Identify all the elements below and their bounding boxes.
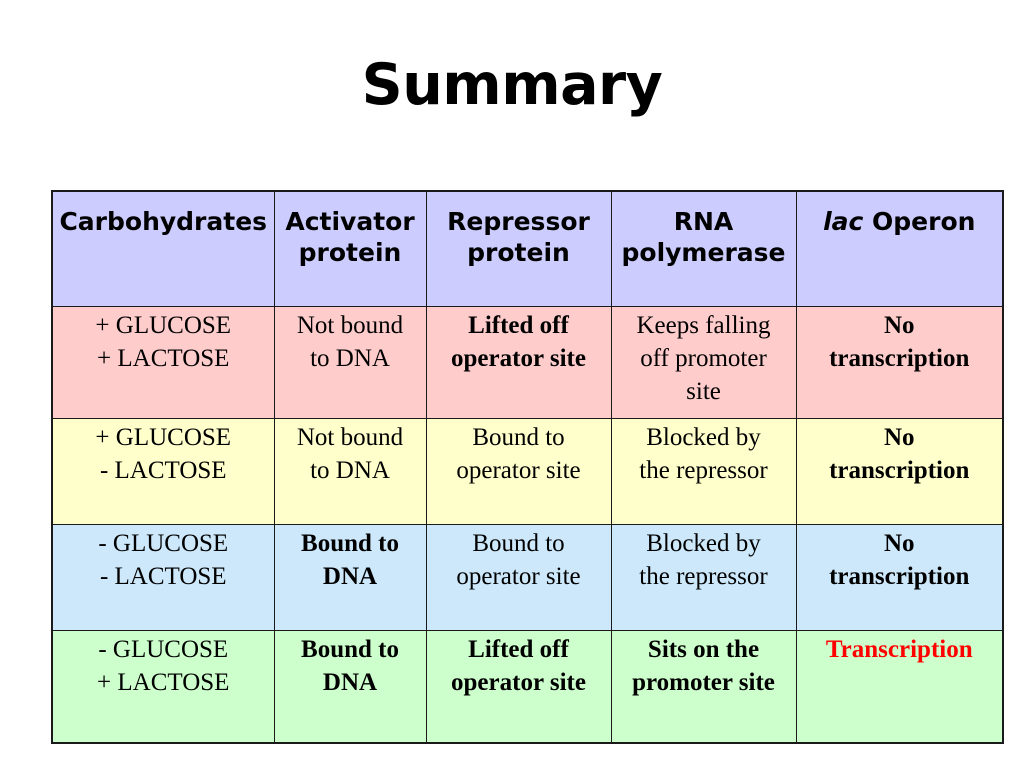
- cell-lac-operon: No transcription: [795, 306, 1004, 419]
- cell-line: + LACTOSE: [97, 669, 230, 696]
- cell-line: Bound to: [472, 530, 565, 557]
- cell-lac-operon: Transcription: [795, 630, 1004, 744]
- cell-line: operator site: [456, 563, 581, 590]
- cell-line: off promoter: [640, 345, 767, 372]
- cell-activator-protein: Bound to DNA: [273, 524, 427, 631]
- cell-line: Not bound: [296, 312, 404, 339]
- cell-repressor-protein: Bound to operator site: [425, 524, 612, 631]
- cell-line: Keeps falling: [636, 312, 771, 339]
- cell-line: No: [883, 424, 915, 451]
- cell-line: transcription: [829, 345, 970, 372]
- cell-line: - LACTOSE: [99, 457, 227, 484]
- table-row: + GLUCOSE + LACTOSE Not bound to DNA Lifte…: [51, 306, 1004, 419]
- cell-line: Bound to: [301, 636, 399, 663]
- cell-line: transcription: [829, 563, 970, 590]
- cell-carbohydrates: - GLUCOSE - LACTOSE: [51, 524, 275, 631]
- cell-line: No: [883, 530, 915, 557]
- cell-lac-operon: No transcription: [795, 418, 1004, 525]
- cell-line: site: [686, 378, 721, 405]
- cell-line: Sits on the: [647, 636, 760, 663]
- cell-rna-polymerase: Sits on the promoter site: [610, 630, 797, 744]
- cell-line: to DNA: [310, 457, 390, 484]
- cell-line: the repressor: [639, 457, 768, 484]
- table-row: + GLUCOSE - LACTOSE Not bound to DNA Bound…: [51, 418, 1004, 525]
- cell-carbohydrates: + GLUCOSE - LACTOSE: [51, 418, 275, 525]
- cell-activator-protein: Not bound to DNA: [273, 306, 427, 419]
- cell-line: promoter site: [632, 669, 775, 696]
- cell-line: - LACTOSE: [99, 563, 227, 590]
- table-body: + GLUCOSE + LACTOSE Not bound to DNA Lifte…: [51, 306, 1004, 744]
- cell-line: transcription: [829, 457, 970, 484]
- cell-line: - GLUCOSE: [98, 636, 229, 663]
- column-header-carbohydrates: Carbohydrates: [51, 190, 275, 307]
- cell-line: Lifted off: [468, 312, 569, 339]
- cell-lac-operon: No transcription: [795, 524, 1004, 631]
- cell-line: DNA: [322, 563, 378, 590]
- header-line: protein: [298, 238, 402, 267]
- header-italic-term: lac: [823, 207, 864, 236]
- cell-line: DNA: [322, 669, 378, 696]
- cell-carbohydrates: - GLUCOSE + LACTOSE: [51, 630, 275, 744]
- cell-line: operator site: [451, 669, 586, 696]
- cell-line: operator site: [451, 345, 586, 372]
- header-line: Repressor: [447, 207, 590, 236]
- cell-line: No: [883, 312, 915, 339]
- cell-activator-protein: Not bound to DNA: [273, 418, 427, 525]
- cell-carbohydrates: + GLUCOSE + LACTOSE: [51, 306, 275, 419]
- cell-line: Bound to: [301, 530, 399, 557]
- column-header-lac-operon: lac Operon: [795, 190, 1004, 307]
- cell-repressor-protein: Lifted off operator site: [425, 630, 612, 744]
- cell-line: the repressor: [639, 563, 768, 590]
- header-line: RNA: [673, 207, 734, 236]
- cell-line: to DNA: [310, 345, 390, 372]
- header-line: protein: [467, 238, 570, 267]
- cell-line: Blocked by: [646, 424, 761, 451]
- cell-repressor-protein: Lifted off operator site: [425, 306, 612, 419]
- cell-line: Blocked by: [646, 530, 761, 557]
- cell-rna-polymerase: Blocked by the repressor: [610, 524, 797, 631]
- header-line: Carbohydrates: [59, 207, 268, 236]
- cell-line: Transcription: [825, 636, 973, 663]
- cell-line: + GLUCOSE: [95, 424, 232, 451]
- cell-activator-protein: Bound to DNA: [273, 630, 427, 744]
- cell-rna-polymerase: Blocked by the repressor: [610, 418, 797, 525]
- table-row: - GLUCOSE + LACTOSE Bound to DNA Lifted of…: [51, 630, 1004, 744]
- page-title: Summary: [361, 52, 663, 118]
- cell-line: + LACTOSE: [97, 345, 230, 372]
- header-line: polymerase: [621, 238, 786, 267]
- cell-line: + GLUCOSE: [95, 312, 232, 339]
- cell-line: Not bound: [296, 424, 404, 451]
- header-line: Activator: [285, 207, 415, 236]
- cell-rna-polymerase: Keeps falling off promoter site: [610, 306, 797, 419]
- cell-line: operator site: [456, 457, 581, 484]
- cell-line: Lifted off: [468, 636, 569, 663]
- cell-line: - GLUCOSE: [98, 530, 229, 557]
- cell-line: Bound to: [472, 424, 565, 451]
- table-row: - GLUCOSE - LACTOSE Bound to DNA Bound to o…: [51, 524, 1004, 631]
- cell-repressor-protein: Bound to operator site: [425, 418, 612, 525]
